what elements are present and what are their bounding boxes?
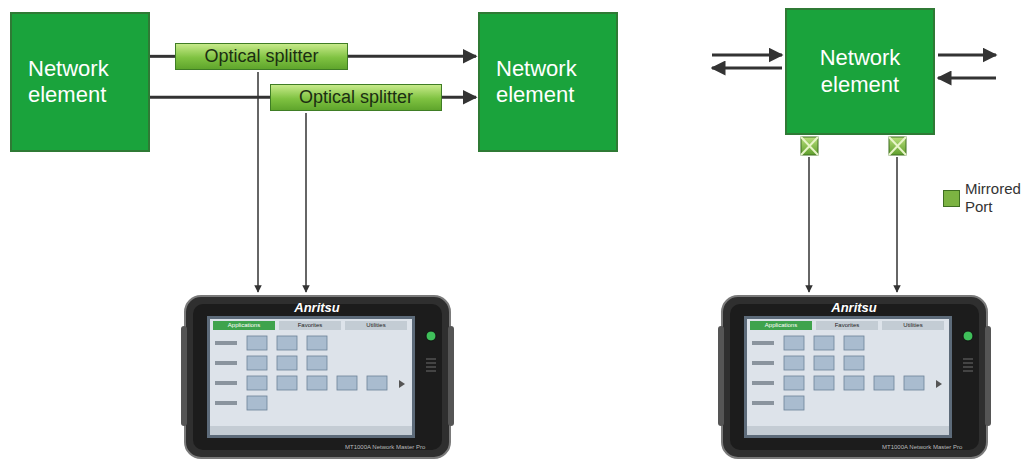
screen-tab-label: Applications [765, 322, 797, 329]
legend: Mirrored Port [943, 180, 1034, 216]
screen-tab-label: Favorites [298, 322, 323, 329]
fiber-link [150, 55, 175, 58]
optical-splitter-box: Optical splitter [175, 43, 348, 70]
network-element-box: Network element [478, 12, 618, 152]
optical-splitter-box: Optical splitter [270, 84, 442, 111]
network-element-box: Network element [785, 8, 935, 135]
model-name: MT1000A Network Master Pro [345, 444, 425, 451]
screen-tab-label: Applications [228, 322, 260, 329]
screen-tab-label: Favorites [835, 322, 860, 329]
node-label: Optical splitter [204, 46, 318, 67]
node-label: Network element [799, 45, 921, 98]
brand-logo: Anritsu [294, 301, 340, 315]
fiber-link [442, 96, 476, 99]
legend-label: Mirrored Port [965, 180, 1034, 216]
network-element-box: Network element [10, 12, 150, 152]
brand-logo: Anritsu [831, 301, 877, 315]
fiber-link [348, 55, 476, 58]
screen-tab-label: Utilities [366, 322, 385, 329]
screen-tab-label: Utilities [903, 322, 922, 329]
node-label: Network element [496, 56, 600, 109]
node-label: Network element [28, 56, 132, 109]
node-label: Optical splitter [299, 87, 413, 108]
model-name: MT1000A Network Master Pro [882, 444, 962, 451]
legend-swatch [943, 190, 960, 207]
fiber-link [150, 96, 270, 99]
